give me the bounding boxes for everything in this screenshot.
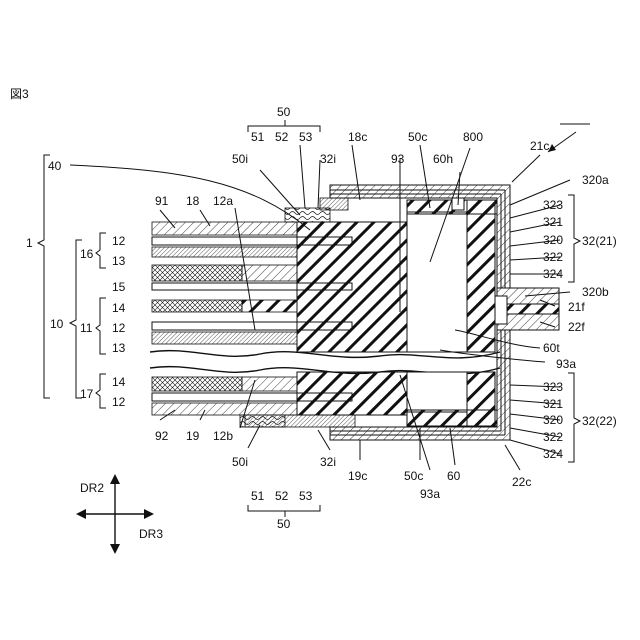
svg-text:60: 60	[447, 469, 461, 483]
layer-13-top	[152, 247, 297, 257]
svg-text:1: 1	[26, 236, 33, 250]
svg-text:50: 50	[277, 105, 291, 119]
svg-text:321: 321	[543, 397, 563, 411]
svg-text:323: 323	[543, 380, 563, 394]
wall-60-right-top	[467, 200, 495, 352]
svg-text:53: 53	[299, 130, 313, 144]
tape-50-bottom	[240, 415, 285, 427]
svg-text:93a: 93a	[420, 487, 440, 501]
svg-text:92: 92	[155, 429, 169, 443]
svg-text:14: 14	[112, 375, 126, 389]
svg-text:DR2: DR2	[80, 481, 104, 495]
svg-text:22f: 22f	[568, 320, 585, 334]
svg-text:91: 91	[155, 194, 169, 208]
seal-lower	[297, 372, 407, 415]
svg-text:12: 12	[112, 234, 126, 248]
svg-text:51: 51	[251, 489, 265, 503]
brace-10	[70, 240, 82, 398]
svg-text:60h: 60h	[433, 152, 453, 166]
svg-text:17: 17	[80, 387, 94, 401]
svg-text:19: 19	[186, 429, 200, 443]
layer-13-mid	[152, 332, 297, 344]
svg-text:800: 800	[463, 130, 483, 144]
svg-text:321: 321	[543, 215, 563, 229]
svg-text:32i: 32i	[320, 152, 336, 166]
cavity-800-lower	[407, 372, 467, 412]
seal-block	[297, 198, 497, 426]
seal-upper	[297, 222, 407, 352]
svg-text:324: 324	[543, 447, 563, 461]
svg-text:50c: 50c	[408, 130, 427, 144]
svg-text:53: 53	[299, 489, 313, 503]
svg-text:322: 322	[543, 430, 563, 444]
svg-text:32(21): 32(21)	[582, 234, 617, 248]
svg-text:12a: 12a	[213, 194, 233, 208]
layer-separator-a	[242, 265, 297, 281]
svg-text:50i: 50i	[232, 455, 248, 469]
svg-text:320a: 320a	[582, 173, 609, 187]
svg-text:50c: 50c	[404, 469, 423, 483]
svg-text:320: 320	[543, 413, 563, 427]
svg-text:323: 323	[543, 198, 563, 212]
svg-text:12b: 12b	[213, 429, 233, 443]
svg-text:15: 15	[112, 280, 126, 294]
svg-text:50: 50	[277, 517, 291, 531]
layer-14-b	[152, 300, 242, 312]
wall-60-bottom	[407, 410, 497, 426]
figure-title: 図3	[10, 87, 29, 101]
svg-text:10: 10	[50, 317, 64, 331]
brace-1	[38, 155, 50, 398]
svg-text:19c: 19c	[348, 469, 367, 483]
layer-19	[152, 403, 297, 415]
svg-text:16: 16	[80, 247, 94, 261]
svg-text:21c: 21c	[530, 139, 549, 153]
tape-50-top	[285, 208, 330, 222]
svg-text:320b: 320b	[582, 285, 609, 299]
svg-text:32(22): 32(22)	[582, 414, 617, 428]
svg-text:32i: 32i	[320, 455, 336, 469]
svg-text:40: 40	[48, 159, 62, 173]
svg-text:13: 13	[112, 254, 126, 268]
svg-text:52: 52	[275, 489, 289, 503]
layer-14-c	[152, 377, 242, 391]
svg-text:21f: 21f	[568, 300, 585, 314]
svg-text:18: 18	[186, 194, 200, 208]
svg-text:324: 324	[543, 267, 563, 281]
brace-50-bottom	[248, 505, 320, 517]
layer-18	[152, 222, 297, 235]
svg-text:93: 93	[391, 152, 405, 166]
layer-separator-c	[242, 377, 297, 391]
svg-text:13: 13	[112, 341, 126, 355]
svg-text:14: 14	[112, 301, 126, 315]
svg-text:12: 12	[112, 395, 126, 409]
svg-text:322: 322	[543, 250, 563, 264]
svg-text:11: 11	[80, 321, 93, 335]
svg-text:60t: 60t	[543, 341, 560, 355]
svg-text:50i: 50i	[232, 152, 248, 166]
svg-text:12: 12	[112, 321, 126, 335]
svg-text:320: 320	[543, 233, 563, 247]
svg-text:52: 52	[275, 130, 289, 144]
svg-text:22c: 22c	[512, 475, 531, 489]
layer-14-a	[152, 265, 242, 281]
svg-text:93a: 93a	[556, 357, 576, 371]
svg-text:51: 51	[251, 130, 265, 144]
svg-text:18c: 18c	[348, 130, 367, 144]
svg-text:DR3: DR3	[139, 527, 163, 541]
